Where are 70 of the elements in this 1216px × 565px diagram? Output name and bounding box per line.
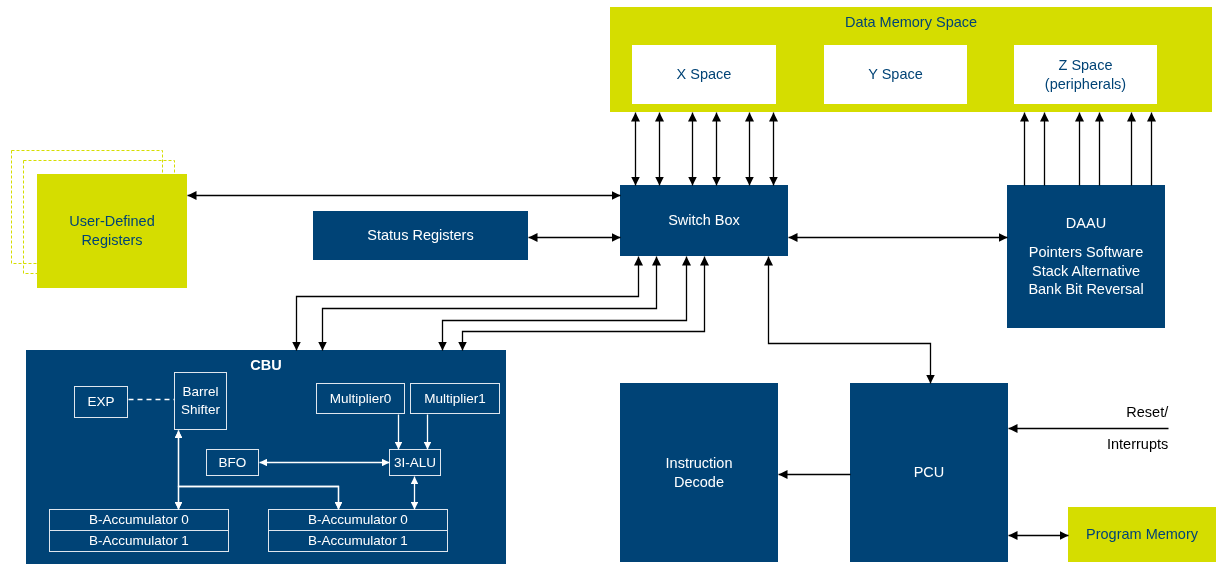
arrow	[1095, 111, 1104, 187]
unit-box	[620, 185, 788, 256]
memory-space-box	[632, 45, 776, 104]
arrow	[764, 255, 935, 385]
component-box	[174, 372, 227, 430]
component-box	[410, 383, 500, 414]
box-label: X Space	[675, 65, 733, 84]
arrow	[394, 413, 403, 451]
box-label: B-Accumulator 0	[88, 511, 190, 529]
box-label: B-Accumulator 0	[307, 511, 409, 529]
dashed-connector	[127, 398, 176, 401]
unit-box	[620, 383, 778, 562]
memory-space-box	[824, 45, 967, 104]
arrow	[769, 111, 778, 187]
component-box	[206, 449, 259, 476]
box-label: Program Memory	[1085, 525, 1199, 544]
box-label: PCU	[912, 463, 946, 482]
box-label: B-Accumulator 1	[88, 532, 190, 550]
box-label: Y Space	[867, 65, 924, 84]
arrow	[258, 458, 391, 467]
arrow	[745, 111, 754, 187]
component-box	[268, 530, 448, 552]
component-box	[49, 530, 229, 552]
component-box	[49, 509, 229, 531]
box-description: Pointers Software Stack Alternative Bank Bit Reversal	[1027, 242, 1145, 300]
unit-box	[313, 211, 528, 260]
memory-box	[1068, 507, 1216, 562]
box-label: Switch Box	[667, 211, 741, 230]
arrow	[688, 111, 697, 187]
unit-box	[850, 383, 1008, 562]
arrow	[1075, 111, 1084, 187]
arrow	[712, 111, 721, 187]
arrow	[1007, 424, 1170, 433]
box-label: Z Space (peripherals)	[1043, 55, 1128, 94]
box-label: User-Defined Registers	[68, 212, 156, 250]
arrow	[1127, 111, 1136, 187]
arrow	[410, 475, 419, 511]
memory-space-box	[1014, 45, 1157, 104]
component-box	[74, 386, 128, 418]
container-panel	[26, 350, 506, 564]
box-label: Status Registers	[366, 226, 475, 245]
arrow	[174, 485, 343, 511]
memory-box	[37, 174, 187, 288]
arrow	[423, 413, 432, 451]
box-label: B-Accumulator 1	[307, 532, 409, 550]
box-label: DAAU	[1064, 213, 1108, 233]
box-label: BFO	[217, 453, 248, 472]
panel-heading: CBU	[249, 356, 283, 375]
edge-label: Reset/ Interrupts	[1107, 403, 1169, 454]
arrow	[186, 191, 622, 200]
component-box	[268, 509, 448, 531]
arrow	[527, 233, 622, 242]
box-label: EXP	[86, 393, 116, 411]
unit-box	[1007, 185, 1165, 328]
arrow	[631, 111, 640, 187]
box-label: Barrel Shifter	[180, 383, 221, 419]
box-label: Multiplier0	[328, 389, 393, 408]
box-label: Multiplier1	[423, 389, 487, 408]
arrow	[787, 233, 1009, 242]
arrow	[655, 111, 664, 187]
arrow	[1147, 111, 1156, 187]
component-box	[316, 383, 405, 414]
arrow	[1007, 531, 1070, 540]
panel-heading: Data Memory Space	[843, 13, 979, 32]
box-label: 3I-ALU	[393, 453, 437, 472]
arrow	[1040, 111, 1049, 187]
arrow	[777, 470, 852, 479]
arrow	[1020, 111, 1029, 187]
container-panel	[610, 7, 1212, 112]
box-label: Instruction Decode	[664, 453, 734, 492]
